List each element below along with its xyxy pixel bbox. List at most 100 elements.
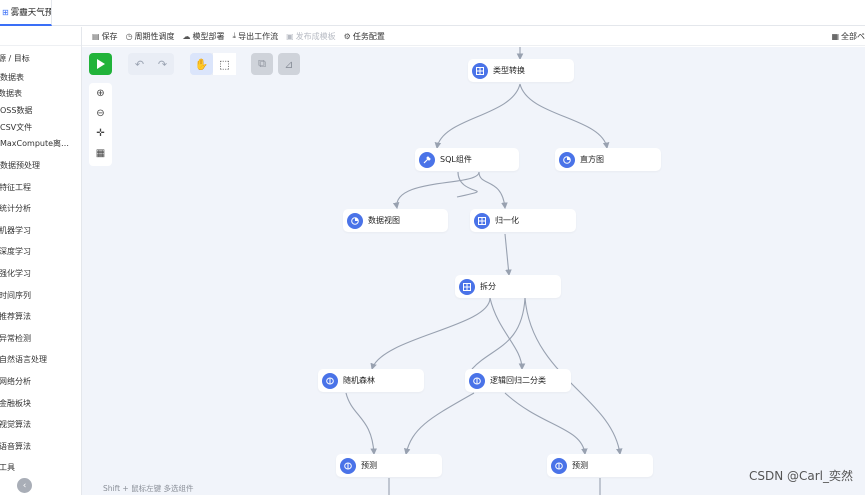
publish-template-label: 发布成模板 (295, 31, 336, 41)
node-label: 预测 (572, 461, 588, 470)
node-predict-left[interactable]: 预测 (336, 454, 442, 477)
sidebar-item-table-2[interactable]: 数据表 (0, 89, 22, 98)
fit-view-icon[interactable]: ✛ (96, 127, 105, 139)
chart-icon[interactable]: ⊿ (278, 53, 300, 75)
settings-check-icon: ⚙ (343, 31, 351, 41)
node-label: 拆分 (480, 282, 496, 291)
node-sql[interactable]: SQL组件 (415, 148, 519, 171)
zoom-in-icon[interactable]: ⊕ (96, 87, 105, 99)
node-label: 预测 (361, 461, 377, 470)
node-normalize[interactable]: 归一化 (470, 209, 576, 232)
export-workflow-button[interactable]: ⤓ 导出工作流 (233, 31, 279, 42)
node-random-forest[interactable]: 随机森林 (318, 369, 424, 392)
pie-chart-icon (559, 151, 575, 168)
all-tasks-label: 全部ペ (841, 32, 865, 41)
redo-icon[interactable]: ↷ (157, 57, 168, 71)
mode-controls: ✋ ⬚ (190, 53, 236, 75)
sidebar-item-reinforcement-learning[interactable]: 强化学习 (0, 269, 31, 278)
edge-split-logistic (489, 297, 526, 371)
grid-icon (459, 278, 475, 295)
hand-icon[interactable]: ✋ (190, 53, 213, 75)
run-button[interactable] (89, 53, 112, 75)
undo-icon[interactable]: ↶ (134, 57, 145, 71)
sidebar-item-oss[interactable]: OSS数据 (0, 106, 33, 115)
sidebar-item-anomaly-detection[interactable]: 异常检测 (0, 334, 31, 343)
node-label: 随机森林 (343, 376, 375, 385)
sidebar-item-recommendation[interactable]: 推荐算法 (0, 312, 31, 321)
brain-icon (551, 457, 567, 474)
workflow-icon: ⊞ (2, 7, 9, 17)
cloud-icon: ☁ (182, 31, 191, 41)
component-sidebar: 源 / 目标 数据表 数据表 OSS数据 CSV文件 MaxCompute离… … (0, 27, 82, 495)
publish-template-button[interactable]: ▣ 发布成模板 (286, 31, 336, 42)
sidebar-item-source-target[interactable]: 源 / 目标 (0, 54, 30, 63)
sidebar-item-vision[interactable]: 视觉算法 (0, 420, 31, 429)
node-type-conversion[interactable]: 类型转换 (468, 59, 574, 82)
history-controls: ↶ ↷ (128, 53, 174, 75)
edge-type-conversion-histogram (519, 83, 610, 150)
save-label: 保存 (101, 31, 118, 41)
deploy-model-button[interactable]: ☁ 模型部署 (183, 31, 225, 42)
sidebar-item-csv[interactable]: CSV文件 (0, 123, 33, 132)
node-predict-right[interactable]: 预测 (547, 454, 653, 477)
node-split[interactable]: 拆分 (455, 275, 561, 298)
node-label: 归一化 (495, 216, 519, 225)
edge-normalize-split (504, 233, 512, 277)
edge-split-crossover (456, 171, 478, 198)
tab-haze-prediction[interactable]: ⊞ 雾霾天气预测 (0, 0, 52, 26)
brain-icon (340, 457, 356, 474)
edge-sql-normalize (478, 171, 508, 210)
workflow-canvas[interactable]: ↶ ↷ ✋ ⬚ ⧉ ⊿ ⊕ ⊖ ✛ ▦ 类型转换 SQL组件 直方图 数据 (82, 47, 865, 495)
pie-chart-icon (347, 212, 363, 229)
edge-logistic-predict-right (504, 392, 588, 456)
node-logistic-regression[interactable]: 逻辑回归二分类 (465, 369, 571, 392)
schedule-button[interactable]: ◷ 周期性调度 (126, 31, 175, 42)
sidebar-item-tools[interactable]: 工具 (0, 463, 15, 472)
all-tasks-button[interactable]: ▦ 全部ペ (831, 27, 865, 46)
play-icon (97, 59, 105, 69)
sidebar-item-time-series[interactable]: 时间序列 (0, 291, 31, 300)
save-button[interactable]: ▤ 保存 (92, 31, 118, 42)
edge-split-predict-left-upper (471, 297, 526, 370)
sidebar-item-statistics[interactable]: 统计分析 (0, 204, 31, 213)
sidebar-item-network-analysis[interactable]: 网络分析 (0, 377, 31, 386)
clock-icon: ◷ (125, 31, 133, 41)
task-config-button[interactable]: ⚙ 任务配置 (344, 31, 385, 42)
copy-icon[interactable]: ⧉ (251, 53, 273, 75)
sidebar-header (0, 27, 81, 46)
sidebar-item-feature-engineering[interactable]: 特征工程 (0, 183, 31, 192)
edge-split-random-forest (370, 297, 491, 371)
grid-icon (472, 62, 488, 79)
tab-title: 雾霾天气预测 (10, 8, 51, 18)
edge-sql-dataview (392, 171, 480, 210)
tab-bar: ⊞ 雾霾天气预测 (0, 0, 865, 26)
task-config-label: 任务配置 (352, 31, 385, 41)
node-label: 数据视图 (368, 216, 400, 225)
edge-layer (345, 47, 623, 495)
node-label: 逻辑回归二分类 (490, 376, 546, 385)
sidebar-item-deep-learning[interactable]: 深度学习 (0, 247, 31, 256)
sidebar-item-finance[interactable]: 金融板块 (0, 399, 31, 408)
node-label: 类型转换 (493, 66, 525, 75)
sidebar-item-speech[interactable]: 语音算法 (0, 442, 31, 451)
toolbar: ▤ 保存 ◷ 周期性调度 ☁ 模型部署 ⤓ 导出工作流 ▣ 发布成模板 ⚙ 任务… (82, 27, 865, 46)
export-workflow-label: 导出工作流 (238, 31, 279, 41)
minimap-icon[interactable]: ▦ (95, 147, 106, 159)
calendar-icon: ▦ (831, 32, 839, 41)
node-label: 直方图 (580, 155, 604, 164)
node-data-view[interactable]: 数据视图 (343, 209, 448, 232)
sidebar-item-maxcompute[interactable]: MaxCompute离… (0, 139, 70, 148)
edge-random-forest-predict-left (345, 392, 377, 456)
sidebar-item-nlp[interactable]: 自然语言处理 (0, 355, 47, 364)
zoom-out-icon[interactable]: ⊖ (96, 107, 105, 119)
brain-icon (469, 372, 485, 389)
box-select-icon[interactable]: ⬚ (213, 53, 236, 75)
sidebar-item-preprocessing[interactable]: 数据预处理 (0, 161, 40, 170)
collapse-sidebar-button[interactable]: ‹ (17, 478, 32, 493)
edge-logistic-predict-left (403, 392, 475, 456)
node-histogram[interactable]: 直方图 (555, 148, 661, 171)
watermark: CSDN @Carl_奕然 (748, 469, 853, 483)
save-icon: ▤ (92, 31, 100, 41)
sidebar-item-machine-learning[interactable]: 机器学习 (0, 226, 31, 235)
sidebar-item-table-1[interactable]: 数据表 (0, 73, 24, 82)
